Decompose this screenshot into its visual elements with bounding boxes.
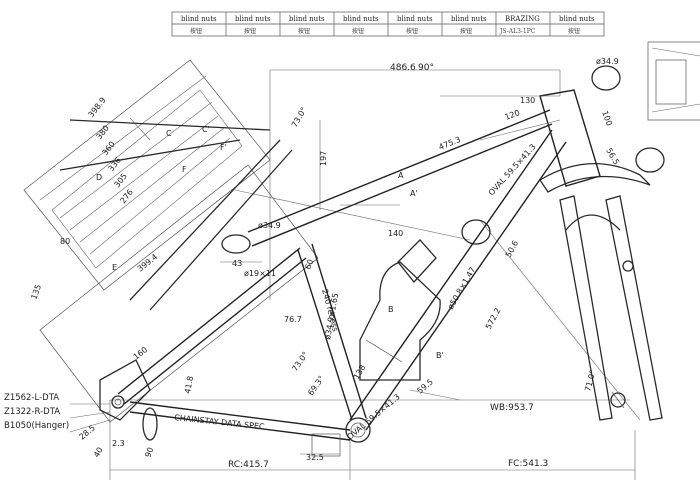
- dim-76-7: 76.7: [284, 315, 302, 324]
- water-bottle: [359, 239, 441, 381]
- dim-rear-center: RC:415.7: [228, 460, 269, 470]
- header-cell-3-bottom: 按钮: [298, 27, 310, 35]
- section-mark-b-prime: B': [436, 351, 444, 360]
- header-cell-6-bottom: 按钮: [460, 27, 472, 35]
- dim-bb-drop: 41.8: [183, 375, 195, 394]
- dim-100: 100: [600, 110, 614, 127]
- dim-length-43: 43: [232, 259, 242, 268]
- dim-seatstay-360: 360: [100, 140, 117, 158]
- header-cell-7-top: BRAZING: [505, 15, 540, 23]
- dim-32-5: 32.5: [306, 453, 324, 462]
- dim-oval-down-tube: OVAL 59.5×41.3: [487, 142, 538, 197]
- dim-seatstay-336: 336: [106, 156, 123, 174]
- dim-90: 90: [143, 446, 155, 459]
- dim-front-center: FC:541.3: [508, 459, 548, 469]
- dim-tube-572: 572.2: [484, 306, 503, 330]
- dimension-leaders: [69, 95, 561, 455]
- header-cell-5-bottom: 按钮: [406, 27, 418, 35]
- dim-130: 130: [520, 96, 535, 105]
- dim-56-5: 56.5: [604, 147, 621, 167]
- chainstay-spec-text: CHAINSTAY DATA SPEC: [174, 413, 266, 431]
- dim-seat-angle: 73.0°: [290, 350, 310, 373]
- header-cell-3-top: blind nuts: [289, 15, 325, 23]
- section-mark-c: C: [166, 129, 172, 138]
- dim-tube-50-6: 50.6: [504, 239, 520, 259]
- part-label-right-dropout: Z1322-R-DTA: [4, 407, 60, 417]
- dim-2-3: 2.3: [112, 439, 125, 448]
- dim-seat-tube-diam: ø34.9: [258, 221, 281, 230]
- bottom-bracket: [345, 417, 371, 443]
- dim-length-140: 140: [388, 229, 403, 238]
- dim-seat-angle-2: 69.3°: [306, 374, 326, 397]
- seatstay-dimension-frame: [23, 59, 271, 291]
- section-mark-a: A: [398, 171, 404, 180]
- dim-60: 60: [303, 258, 315, 271]
- detail-view-top-right: [647, 41, 700, 121]
- section-mark-f: F: [182, 165, 187, 174]
- dim-wheelbase: WB:953.7: [490, 403, 534, 413]
- header-cell-8-bottom: 按钮: [568, 27, 580, 35]
- rear-dropout: [99, 359, 151, 421]
- dim-138: 138: [352, 363, 367, 381]
- header-cell-1-bottom: 按钮: [190, 27, 202, 35]
- dim-head-angle: 71.0°: [583, 369, 597, 392]
- header-cell-2-top: blind nuts: [235, 15, 271, 23]
- section-mark-c-prime: C': [202, 125, 210, 134]
- dim-top-tube-angle: 90°: [418, 63, 434, 73]
- dim-seatstay: 398.9: [86, 96, 107, 120]
- header-table: blind nuts 按钮 blind nuts 按钮 blind nuts 按…: [171, 11, 605, 37]
- chainstay-dimension-frame: [39, 117, 319, 423]
- header-cell-7-bottom: JS-AL3-1PC: [499, 28, 536, 35]
- section-mark-a-prime: A': [410, 189, 418, 198]
- dim-down-tube-diam: ø50.8×1.47: [446, 266, 477, 311]
- dim-160: 160: [132, 345, 150, 362]
- section-mark-f-prime: F': [220, 143, 227, 152]
- tube-cross-sections: [142, 65, 665, 457]
- part-label-left-dropout: Z1562-L-DTA: [4, 393, 59, 403]
- dim-19x11: ø19×11: [244, 269, 276, 278]
- header-cell-8-top: blind nuts: [559, 15, 595, 23]
- section-mark-b: B: [388, 305, 394, 314]
- dim-head-tube-diam: ø34.9: [596, 57, 619, 66]
- dim-length-197: 197: [319, 151, 328, 166]
- section-mark-d: D: [96, 173, 102, 182]
- dim-80: 80: [60, 237, 70, 246]
- dim-135: 135: [29, 283, 43, 300]
- geometry-construction-lines: [109, 69, 641, 480]
- dim-73-deg: 73.0°: [290, 106, 309, 129]
- dim-top-tube-length: 486.6: [390, 63, 416, 73]
- dim-40: 40: [92, 446, 105, 459]
- header-cell-2-bottom: 按钮: [244, 27, 256, 35]
- header-cell-6-top: blind nuts: [451, 15, 487, 23]
- dim-seatstay-276: 276: [118, 188, 135, 206]
- header-cell-4-bottom: 按钮: [352, 27, 364, 35]
- section-mark-e: E: [112, 263, 117, 272]
- dim-oval-bottom: OVAL 59.5×41.3: [346, 392, 402, 441]
- header-cell-4-top: blind nuts: [343, 15, 379, 23]
- part-label-hanger: B1050(Hanger): [4, 421, 69, 431]
- dim-120: 120: [504, 108, 521, 122]
- front-fork: [539, 162, 663, 421]
- dim-28-5: 28.5: [78, 423, 97, 441]
- dim-seatstay-380: 380: [94, 124, 111, 142]
- header-cell-1-top: blind nuts: [181, 15, 217, 23]
- dim-top-tube: 475.3: [437, 135, 462, 152]
- header-cell-5-top: blind nuts: [397, 15, 433, 23]
